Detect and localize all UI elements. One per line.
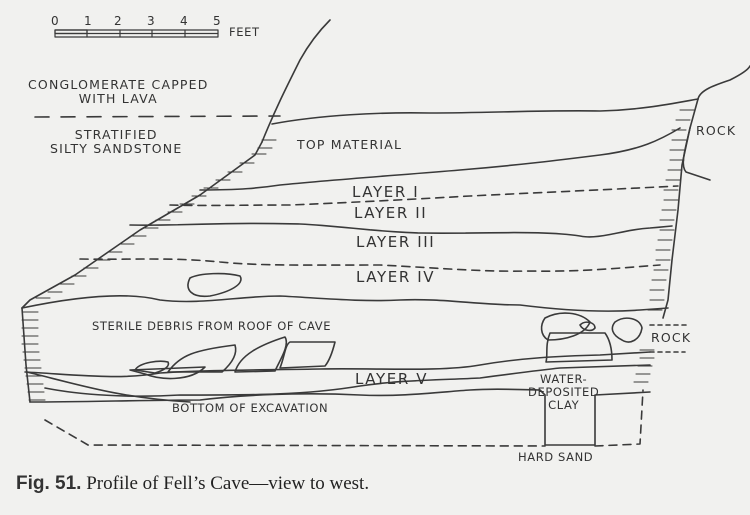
debris-block bbox=[545, 332, 613, 363]
right-wall bbox=[662, 98, 699, 319]
left-wall bbox=[21, 307, 31, 403]
label-layer-2: LAYER II bbox=[354, 204, 428, 222]
debris-rock-1 bbox=[540, 312, 591, 341]
rock-bulge bbox=[682, 127, 711, 181]
debris-rock-3 bbox=[611, 317, 643, 343]
hard-sand-outline bbox=[44, 389, 644, 447]
label-conglomerate: CONGLOMERATE CAPPED WITH LAVA bbox=[28, 77, 209, 107]
figure-caption-text: Profile of Fell’s Cave—view to west. bbox=[81, 473, 370, 494]
label-hard-sand: HARD SAND bbox=[518, 450, 594, 464]
scale-tick-2: 2 bbox=[114, 14, 122, 28]
scale-tick-4: 4 bbox=[180, 14, 188, 28]
label-layer-1: LAYER I bbox=[352, 183, 420, 201]
debris-rock-2 bbox=[579, 321, 596, 332]
label-bottom-excavation: BOTTOM OF EXCAVATION bbox=[172, 401, 329, 415]
stone bbox=[187, 272, 242, 298]
layer1-base bbox=[169, 185, 679, 207]
layer2-base bbox=[129, 222, 673, 238]
slab-4 bbox=[279, 341, 336, 369]
slab-2 bbox=[167, 344, 237, 373]
scale-tick-1: 1 bbox=[84, 14, 92, 28]
layer4-base bbox=[21, 295, 669, 312]
label-rock-top: ROCK bbox=[696, 123, 737, 138]
contact-line bbox=[34, 115, 281, 118]
label-layer-3: LAYER III bbox=[356, 233, 436, 251]
left-hatching bbox=[21, 139, 277, 401]
scale-unit: FEET bbox=[229, 25, 260, 39]
figure-caption: Fig. 51. Profile of Fell’s Cave—view to … bbox=[16, 473, 369, 495]
right-hatching bbox=[633, 109, 695, 383]
label-water-deposited-clay: WATER- DEPOSITED CLAY bbox=[528, 372, 600, 413]
slab-1 bbox=[134, 360, 170, 374]
label-rock-mid: ROCK bbox=[651, 330, 692, 345]
top-surface bbox=[271, 98, 699, 125]
slab-3 bbox=[234, 336, 288, 373]
scale-tick-0: 0 bbox=[51, 14, 59, 28]
layer3-base bbox=[79, 258, 661, 272]
debris-base bbox=[24, 351, 651, 378]
scale-tick-3: 3 bbox=[147, 14, 155, 28]
label-layer-5: LAYER V bbox=[355, 370, 429, 388]
right-rock bbox=[697, 65, 750, 100]
excavation-bottom bbox=[29, 388, 651, 446]
scale-tick-5: 5 bbox=[213, 14, 221, 28]
top-material-base bbox=[199, 127, 681, 191]
figure-number: Fig. 51. bbox=[16, 473, 82, 494]
label-top-material: TOP MATERIAL bbox=[297, 137, 403, 152]
cliff-surface bbox=[261, 19, 331, 143]
scale-bar bbox=[54, 29, 219, 38]
cliff-left-slope bbox=[21, 141, 263, 309]
slab-lens bbox=[129, 366, 206, 380]
label-layer-4: LAYER IV bbox=[356, 268, 436, 286]
label-stratified: STRATIFIED SILTY SANDSTONE bbox=[50, 127, 183, 157]
label-sterile-debris: STERILE DEBRIS FROM ROOF OF CAVE bbox=[92, 319, 332, 333]
